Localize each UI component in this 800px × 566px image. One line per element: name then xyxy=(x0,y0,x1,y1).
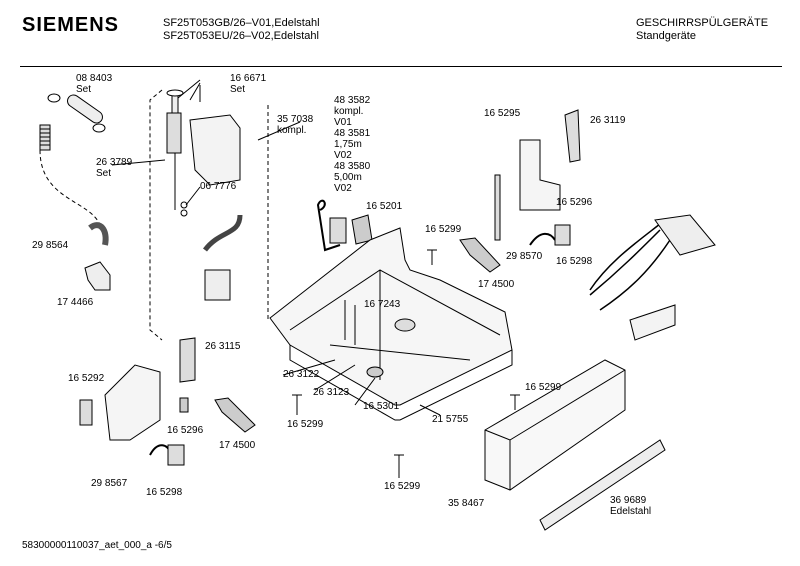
part-label-165296-b: 16 5296 xyxy=(167,425,204,436)
valve-assembly xyxy=(166,89,243,301)
part-label-165299-a: 16 5299 xyxy=(425,224,462,235)
part-label-165299-b: 16 5299 xyxy=(287,419,324,430)
sensor-part-165298-b xyxy=(149,444,185,466)
model-line: SF25T053GB/26–V01,Edelstahl xyxy=(163,17,320,29)
rail-part-165295 xyxy=(494,174,501,241)
wiring-harness xyxy=(589,214,716,341)
part-label-174500-b: 17 4500 xyxy=(219,440,256,451)
cable-plug-483582 xyxy=(316,199,347,252)
part-label-263115: 26 3115 xyxy=(205,341,241,352)
category-title: GESCHIRRSPÜLGERÄTE xyxy=(636,17,769,29)
part-label-165292: 16 5292 xyxy=(68,373,105,384)
part-label-298570: 29 8570 xyxy=(506,251,543,262)
clip-165292 xyxy=(79,399,93,426)
part-label-165295: 16 5295 xyxy=(484,108,521,119)
part-label-165299-d: 16 5299 xyxy=(384,481,421,492)
leader-lines-tub xyxy=(282,359,441,416)
part-label-174500-a: 17 4500 xyxy=(478,279,515,290)
category: GESCHIRRSPÜLGERÄTE Standgeräte xyxy=(636,17,768,43)
part-label-165298-b: 16 5298 xyxy=(146,487,183,498)
part-label-165296-a: 16 5296 xyxy=(556,197,593,208)
part-label-165299-c: 16 5299 xyxy=(525,382,562,393)
toothed-rail-174500-b xyxy=(214,397,256,433)
screw-165299-a xyxy=(427,249,437,265)
dashed-group-outline xyxy=(149,89,269,341)
part-label-263119: 26 3119 xyxy=(590,115,626,126)
bracket-part-174466 xyxy=(84,261,111,291)
screw-165299-b xyxy=(292,394,302,415)
hose-part-298564 xyxy=(88,222,109,246)
bracket-263119 xyxy=(519,109,581,211)
part-label-165298-a: 16 5298 xyxy=(556,256,593,267)
base-tub-215755 xyxy=(269,227,513,421)
dashed-hose-link xyxy=(39,149,101,226)
leader-lines-top xyxy=(111,79,301,206)
part-label-483582: 48 3582 kompl. V01 48 3581 1,75m V02 48 … xyxy=(334,95,371,194)
part-label-263123: 26 3123 xyxy=(313,387,350,398)
clip-165296-b xyxy=(179,397,189,413)
part-label-298564: 29 8564 xyxy=(32,240,69,251)
hose-part-088403 xyxy=(47,93,106,133)
part-label-215755: 21 5755 xyxy=(432,414,469,425)
part-label-165201: 16 5201 xyxy=(366,201,403,212)
connector-165201 xyxy=(351,214,373,245)
sensor-part-298570 xyxy=(529,224,571,246)
screw-165299-c xyxy=(510,394,520,410)
document-footer: 58300000110037_aet_000_a -6/5 xyxy=(22,540,172,551)
screw-165299-d xyxy=(394,454,404,478)
part-label-165301: 16 5301 xyxy=(363,401,400,412)
part-label-174466: 17 4466 xyxy=(57,297,94,308)
trim-strip-369689 xyxy=(539,439,666,531)
part-label-067776: 06 7776 xyxy=(200,181,237,192)
toothed-rail-174500-a xyxy=(459,237,501,273)
spring-part xyxy=(39,124,51,151)
brand-logo: SIEMENS xyxy=(22,14,120,36)
part-label-358467: 35 8467 xyxy=(448,498,485,509)
model-line: SF25T053EU/26–V02,Edelstahl xyxy=(163,30,319,42)
category-subtitle: Standgeräte xyxy=(636,30,696,42)
part-label-167243: 16 7243 xyxy=(364,299,401,310)
part-label-263122: 26 3122 xyxy=(283,369,320,380)
part-label-298567: 29 8567 xyxy=(91,478,128,489)
kick-panel-358467 xyxy=(484,359,626,491)
header-rule xyxy=(20,66,782,67)
model-list: SF25T053GB/26–V01,Edelstahl SF25T053EU/2… xyxy=(163,17,320,43)
side-bracket-298567 xyxy=(104,337,196,441)
